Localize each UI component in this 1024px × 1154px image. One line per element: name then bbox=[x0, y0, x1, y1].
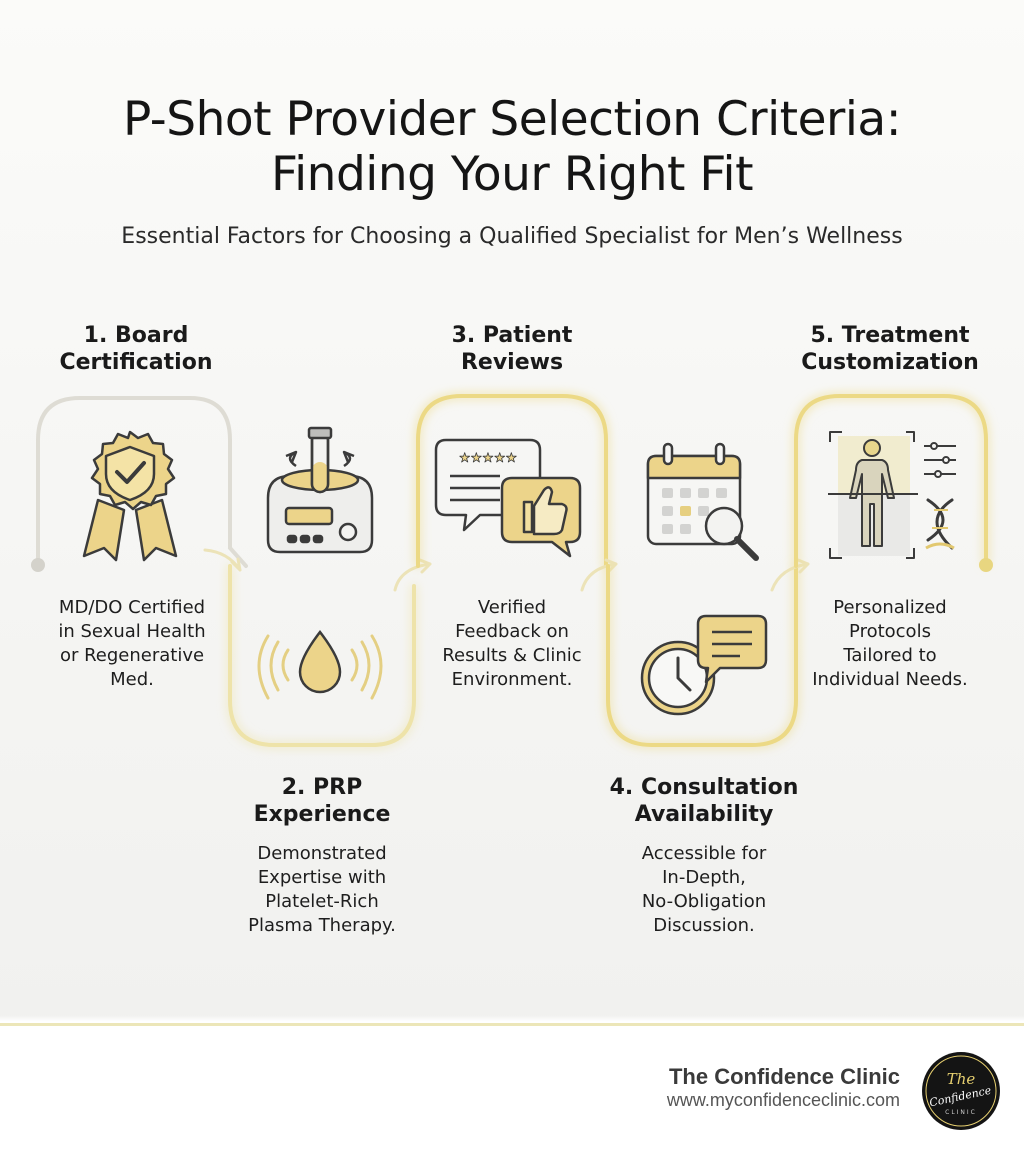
step-5-desc-line-3: Tailored to bbox=[843, 645, 937, 666]
flow-path-segment-5 bbox=[794, 394, 988, 568]
body-scan-icon bbox=[828, 431, 956, 559]
step-4-desc-line-1: Accessible for bbox=[641, 843, 767, 864]
title-line-1: P-Shot Provider Selection Criteria: bbox=[122, 92, 902, 147]
title-line-2: Finding Your Right Fit bbox=[271, 147, 754, 202]
step-3-desc-line-2: Feedback on bbox=[455, 621, 569, 642]
review-thumbs-up-icon: ★★★★★ bbox=[434, 438, 582, 558]
step-5-heading-line-2: Customization bbox=[801, 350, 979, 375]
footer-url[interactable]: www.myconfidenceclinic.com bbox=[666, 1090, 900, 1110]
step-3-desc-line-1: Verified bbox=[477, 597, 547, 618]
centrifuge-icon bbox=[266, 426, 374, 554]
step-2-desc-line-4: Plasma Therapy. bbox=[248, 915, 396, 936]
calendar-search-icon bbox=[646, 442, 759, 561]
step-5-description: Personalized Protocols Tailored to Indiv… bbox=[780, 596, 1000, 692]
step-4-heading-line-2: Availability bbox=[634, 802, 774, 827]
step-2-heading-line-1: 2. PRP bbox=[281, 775, 363, 800]
flow-path-segment-1 bbox=[36, 396, 248, 568]
clinic-logo: The Confidence CLINIC bbox=[922, 1052, 1000, 1130]
flow-path-segment-3 bbox=[416, 394, 608, 568]
step-4-desc-line-2: In-Depth, bbox=[662, 867, 746, 888]
step-2-desc-line-2: Expertise with bbox=[257, 867, 387, 888]
flow-start-dot bbox=[31, 558, 45, 572]
step-5-heading-line-1: 5. Treatment bbox=[810, 323, 970, 348]
step-2-desc-line-3: Platelet-Rich bbox=[265, 891, 379, 912]
step-3-desc-line-3: Results & Clinic bbox=[442, 645, 582, 666]
step-2-desc-line-1: Demonstrated bbox=[257, 843, 387, 864]
step-5-desc-line-1: Personalized bbox=[833, 597, 947, 618]
step-1-description: MD/DO Certified in Sexual Health or Rege… bbox=[22, 596, 242, 692]
clock-chat-icon bbox=[640, 614, 768, 716]
flow-arrow-2 bbox=[393, 558, 432, 592]
step-1-desc-line-1: MD/DO Certified bbox=[58, 597, 206, 618]
step-3-description: Verified Feedback on Results & Clinic En… bbox=[402, 596, 622, 692]
flow-arrow-1 bbox=[203, 548, 242, 572]
step-4-description: Accessible for In-Depth, No-Obligation D… bbox=[594, 842, 814, 938]
step-4-heading-line-1: 4. Consultation bbox=[609, 775, 799, 800]
step-1-desc-line-3: or Regenerative bbox=[59, 645, 205, 666]
page-title: P-Shot Provider Selection Criteria: Find… bbox=[0, 92, 1024, 202]
flow-path-segment-4 bbox=[606, 564, 798, 747]
page-subtitle: Essential Factors for Choosing a Qualifi… bbox=[121, 224, 903, 249]
svg-text:The: The bbox=[947, 1070, 976, 1088]
step-1-desc-line-2: in Sexual Health bbox=[58, 621, 206, 642]
step-3-heading-line-2: Reviews bbox=[460, 350, 564, 375]
certified-badge-icon bbox=[82, 430, 178, 562]
clinic-logo-mark: The Confidence CLINIC bbox=[925, 1055, 997, 1127]
step-4-desc-line-3: No-Obligation bbox=[641, 891, 767, 912]
svg-text:★★★★★: ★★★★★ bbox=[459, 451, 517, 466]
blood-drop-icon bbox=[257, 629, 383, 700]
flow-arrow-4 bbox=[770, 558, 810, 592]
step-5-heading: 5. Treatment Customization bbox=[780, 322, 1000, 376]
flow-path-segment-2 bbox=[228, 564, 416, 747]
step-3-desc-line-4: Environment. bbox=[451, 669, 573, 690]
step-5-desc-line-4: Individual Needs. bbox=[812, 669, 968, 690]
svg-text:CLINIC: CLINIC bbox=[945, 1109, 977, 1116]
step-2-heading-line-2: Experience bbox=[253, 802, 391, 827]
step-1-heading-line-1: 1. Board bbox=[83, 323, 189, 348]
step-1-heading: 1. Board Certification bbox=[26, 322, 246, 376]
step-3-heading-line-1: 3. Patient bbox=[451, 323, 573, 348]
step-4-heading: 4. Consultation Availability bbox=[594, 774, 814, 828]
step-5-desc-line-2: Protocols bbox=[849, 621, 931, 642]
flow-end-dot bbox=[979, 558, 993, 572]
step-3-heading: 3. Patient Reviews bbox=[402, 322, 622, 376]
flow-arrow-3 bbox=[580, 558, 618, 592]
step-2-description: Demonstrated Expertise with Platelet-Ric… bbox=[212, 842, 432, 938]
step-2-heading: 2. PRP Experience bbox=[212, 774, 432, 828]
footer-clinic-name: The Confidence Clinic bbox=[668, 1064, 900, 1089]
step-4-desc-line-4: Discussion. bbox=[653, 915, 755, 936]
step-1-desc-line-4: Med. bbox=[110, 669, 154, 690]
process-flow-diagram: ★★★★★ bbox=[31, 394, 993, 747]
step-1-heading-line-2: Certification bbox=[59, 350, 213, 375]
footer-divider bbox=[0, 1023, 1024, 1026]
